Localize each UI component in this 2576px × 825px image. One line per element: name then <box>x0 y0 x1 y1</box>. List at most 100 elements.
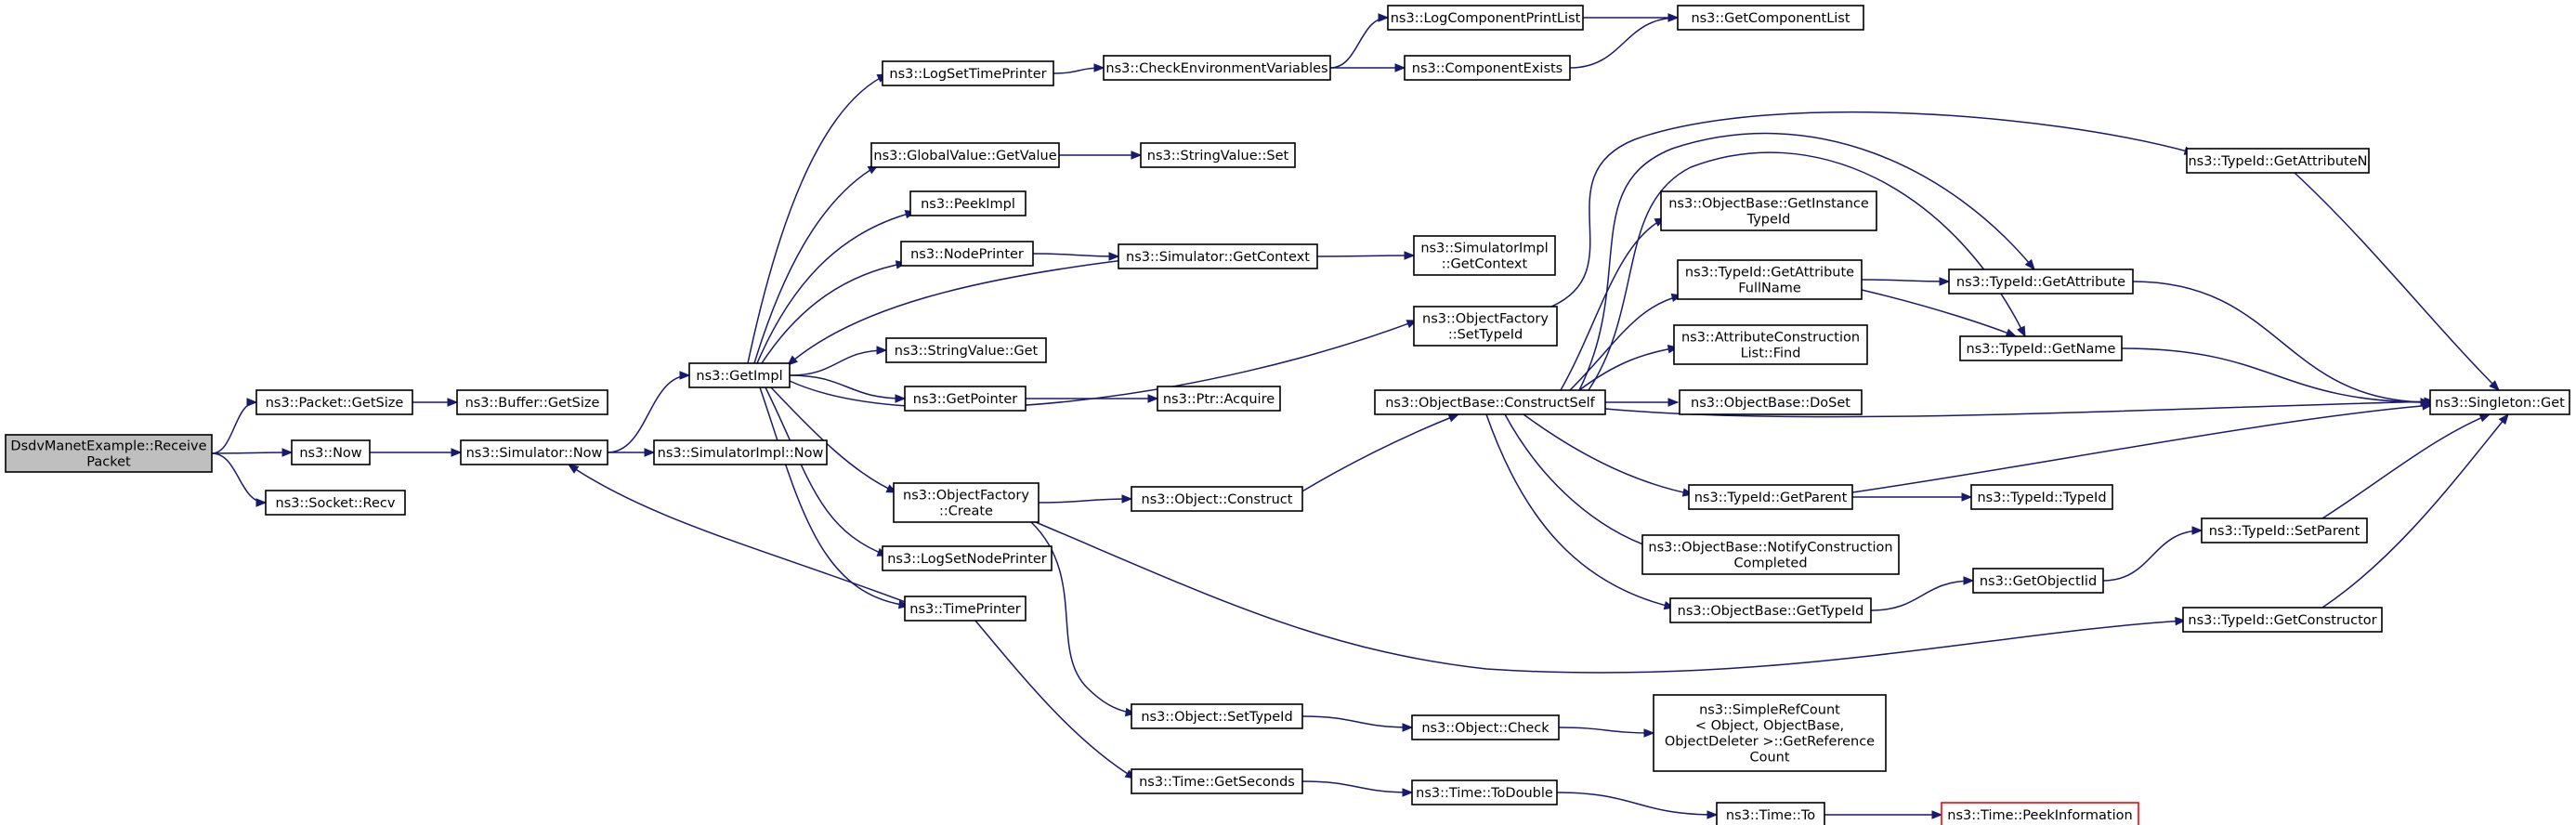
edge-ob_constructself-to-tid_getparent <box>1523 413 1694 497</box>
node-label: ns3::Buffer::GetSize <box>465 396 600 411</box>
node-label: ns3::Simulator::Now <box>466 446 603 461</box>
node-label: ns3::SimpleRefCount <box>1699 703 1840 718</box>
node-label: ns3::TypeId::GetConstructor <box>2188 613 2376 628</box>
node-label: ns3::GetComponentList <box>1691 11 1850 26</box>
node-obj-construct[interactable]: ns3::Object::Construct <box>1131 486 1303 512</box>
node-ob-notify[interactable]: ns3::ObjectBase::NotifyConstructionCompl… <box>1641 534 1900 575</box>
edge-getimpl-to-logsetnode <box>765 386 889 557</box>
node-compexists[interactable]: ns3::ComponentExists <box>1404 55 1571 81</box>
node-label: ns3::ObjectFactory <box>903 489 1029 504</box>
node-sv-get[interactable]: ns3::StringValue::Get <box>885 337 1047 363</box>
edge-gv_getvalue-to-sv_set <box>1059 151 1143 160</box>
node-label: ns3::TypeId::GetAttribute <box>1956 275 2125 290</box>
edge-now-to-sim_now <box>369 448 463 457</box>
node-obj-settypeid[interactable]: ns3::Object::SetTypeId <box>1131 703 1303 729</box>
edge-sim_now-to-getimpl <box>607 371 691 453</box>
node-label: ns3::Object::Check <box>1421 721 1550 736</box>
edge-tid_getparent-to-singleton_get <box>1851 401 2434 493</box>
edge-logcompprint-to-getcomplist <box>1583 13 1680 22</box>
node-logsettime[interactable]: ns3::LogSetTimePrinter <box>882 60 1054 86</box>
node-label: ns3::GetImpl <box>696 369 782 384</box>
node-label: FullName <box>1738 282 1801 296</box>
node-getimpl[interactable]: ns3::GetImpl <box>688 362 791 388</box>
edge-time_getseconds-to-time_todouble <box>1301 780 1414 797</box>
node-gv-getvalue[interactable]: ns3::GlobalValue::GetValue <box>870 142 1060 168</box>
node-label: ns3::TypeId::GetAttribute <box>1685 266 1854 281</box>
node-getcomplist[interactable]: ns3::GetComponentList <box>1677 5 1864 31</box>
node-buf-getsize[interactable]: ns3::Buffer::GetSize <box>456 389 608 415</box>
node-tid-getparent[interactable]: ns3::TypeId::GetParent <box>1688 484 1853 510</box>
node-sv-set[interactable]: ns3::StringValue::Set <box>1140 142 1296 168</box>
node-logcompprint[interactable]: ns3::LogComponentPrintList <box>1387 5 1584 31</box>
node-label: ::GetContext <box>1442 257 1528 272</box>
node-label: ns3::TimePrinter <box>909 602 1021 617</box>
node-pkt-getsize[interactable]: ns3::Packet::GetSize <box>255 389 413 415</box>
node-checkenv[interactable]: ns3::CheckEnvironmentVariables <box>1103 55 1331 81</box>
node-sock-recv[interactable]: ns3::Socket::Recv <box>265 490 406 516</box>
node-tid-getctor[interactable]: ns3::TypeId::GetConstructor <box>2182 607 2383 633</box>
edge-receive-to-sock_recv <box>211 452 268 507</box>
node-timeprinter[interactable]: ns3::TimePrinter <box>904 596 1026 622</box>
edge-ob_constructself-to-ob_gettypeid <box>1485 413 1676 610</box>
node-peekimpl[interactable]: ns3::PeekImpl <box>909 190 1026 216</box>
node-logsetnode[interactable]: ns3::LogSetNodePrinter <box>882 545 1053 571</box>
node-time-peekinfo[interactable]: ns3::Time::PeekInformation <box>1941 802 2139 825</box>
node-label: ns3::ComponentExists <box>1412 61 1563 76</box>
node-nodeprinter[interactable]: ns3::NodePrinter <box>900 241 1034 267</box>
node-simimpl-getctx[interactable]: ns3::SimulatorImpl::GetContext <box>1413 235 1556 276</box>
edge-getobjectiid-to-tid_setparent <box>2102 526 2203 582</box>
edge-sim_now-to-simimpl_now <box>607 448 656 457</box>
node-sim-now[interactable]: ns3::Simulator::Now <box>460 439 608 465</box>
edge-tid_getparent-to-tid_typeid <box>1852 492 1973 502</box>
node-getpointer[interactable]: ns3::GetPointer <box>904 386 1026 412</box>
node-tid-getattr[interactable]: ns3::TypeId::GetAttribute <box>1948 268 2134 295</box>
node-ob-doset[interactable]: ns3::ObjectBase::DoSet <box>1679 389 1863 415</box>
node-label: ns3::StringValue::Set <box>1147 149 1289 164</box>
node-label: ns3::CheckEnvironmentVariables <box>1105 61 1327 76</box>
edge-pkt_getsize-to-buf_getsize <box>412 398 459 407</box>
node-tid-typeid[interactable]: ns3::TypeId::TypeId <box>1970 484 2113 510</box>
node-time-todouble[interactable]: ns3::Time::ToDouble <box>1411 779 1558 805</box>
node-label: ns3::SimulatorImpl <box>1420 242 1548 256</box>
edge-nodeprinter-to-sim_getctx <box>1032 252 1120 261</box>
node-now[interactable]: ns3::Now <box>291 439 371 465</box>
node-of-settypeid[interactable]: ns3::ObjectFactory::SetTypeId <box>1413 306 1558 347</box>
node-getobjectiid[interactable]: ns3::GetObjectIid <box>1972 568 2104 594</box>
node-label: ns3::ObjectBase::NotifyConstruction <box>1648 541 1892 556</box>
node-ob-constructself[interactable]: ns3::ObjectBase::ConstructSelf <box>1374 389 1606 415</box>
node-tid-getattrn[interactable]: ns3::TypeId::GetAttributeN <box>2186 148 2370 174</box>
node-tid-setparent[interactable]: ns3::TypeId::SetParent <box>2201 517 2368 543</box>
node-simimpl-now[interactable]: ns3::SimulatorImpl::Now <box>653 439 828 465</box>
node-ptr-acquire[interactable]: ns3::Ptr::Acquire <box>1157 386 1281 412</box>
node-label: Completed <box>1733 557 1807 571</box>
node-label: ns3::Packet::GetSize <box>266 396 404 411</box>
node-label: ns3::Singleton::Get <box>2435 396 2565 411</box>
node-label: ns3::GlobalValue::GetValue <box>873 149 1056 164</box>
edge-time_todouble-to-time_to <box>1556 792 1719 819</box>
node-sim-getctx[interactable]: ns3::Simulator::GetContext <box>1118 243 1318 269</box>
node-srefcount[interactable]: ns3::SimpleRefCount< Object, ObjectBase,… <box>1653 694 1887 772</box>
node-label: TypeId <box>1746 213 1791 228</box>
node-label: ns3::LogSetNodePrinter <box>887 552 1047 567</box>
edge-obj_settypeid-to-obj_check <box>1301 715 1414 732</box>
edge-tid_getattrn-to-singleton_get <box>2294 172 2500 391</box>
node-time-getseconds[interactable]: ns3::Time::GetSeconds <box>1131 768 1303 794</box>
node-obj-check[interactable]: ns3::Object::Check <box>1411 714 1560 740</box>
node-ob-gettypeid[interactable]: ns3::ObjectBase::GetTypeId <box>1669 597 1872 623</box>
node-time-to[interactable]: ns3::Time::To <box>1716 802 1825 825</box>
node-label: ns3::TypeId::GetName <box>1967 342 2116 357</box>
node-of-create[interactable]: ns3::ObjectFactory::Create <box>893 482 1040 523</box>
node-label: ns3::TypeId::GetAttributeN <box>2188 154 2367 169</box>
edge-getimpl-to-timeprinter <box>759 386 910 609</box>
node-singleton-get[interactable]: ns3::Singleton::Get <box>2429 389 2570 415</box>
edge-timeprinter-to-sim_now <box>567 464 911 605</box>
edge-ob_constructself-to-ob_notify <box>1504 413 1655 550</box>
node-label: ns3::Simulator::GetContext <box>1126 250 1310 265</box>
node-tid-getname[interactable]: ns3::TypeId::GetName <box>1959 335 2123 361</box>
call-edges <box>211 13 2509 819</box>
node-label: ns3::ObjectBase::ConstructSelf <box>1385 396 1595 411</box>
